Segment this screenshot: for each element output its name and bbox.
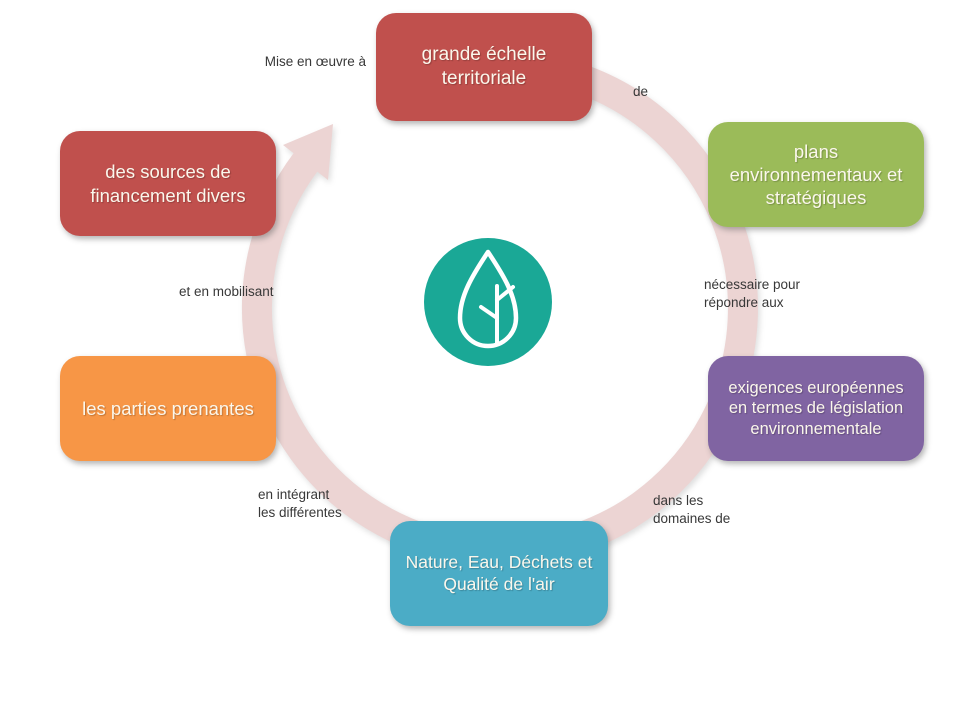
node-label: exigences européennes en termes de légis… xyxy=(728,378,904,438)
node-label: des sources de financement divers xyxy=(90,161,246,206)
connector-label-dans-les-domaines: dans les domaines de xyxy=(653,493,731,526)
drop-outline xyxy=(457,249,519,349)
node-exigences-europeennes: exigences européennes en termes de légis… xyxy=(708,356,924,461)
center-circle xyxy=(424,238,552,366)
node-label: Nature, Eau, Déchets et Qualité de l'air xyxy=(405,551,593,594)
node-sources-financement: des sources de financement divers xyxy=(60,131,276,236)
connector-label-de: de xyxy=(633,84,649,99)
node-label: plans environnementaux et stratégiques xyxy=(729,140,903,209)
connector-label-et-en-mobilisant: et en mobilisant xyxy=(179,284,274,299)
connector-label-mise-en-oeuvre: Mise en œuvre à xyxy=(264,54,366,69)
water-drop-leaf-icon xyxy=(424,238,552,366)
cycle-arrowhead-icon xyxy=(283,124,333,180)
connector-label-necessaire-pour: nécessaire pour répondre aux xyxy=(704,277,801,310)
node-label: grande échelle territoriale xyxy=(421,44,547,89)
node-nature-eau-dechets: Nature, Eau, Déchets et Qualité de l'air xyxy=(390,521,608,626)
node-plans-environnementaux: plans environnementaux et stratégiques xyxy=(708,122,924,227)
node-grande-echelle-territoriale: grande échelle territoriale xyxy=(376,13,592,121)
node-label: les parties prenantes xyxy=(82,397,254,419)
leaf-branch xyxy=(479,284,515,346)
connector-label-en-integrant: en intégrant les différentes xyxy=(258,487,342,520)
node-parties-prenantes: les parties prenantes xyxy=(60,356,276,461)
